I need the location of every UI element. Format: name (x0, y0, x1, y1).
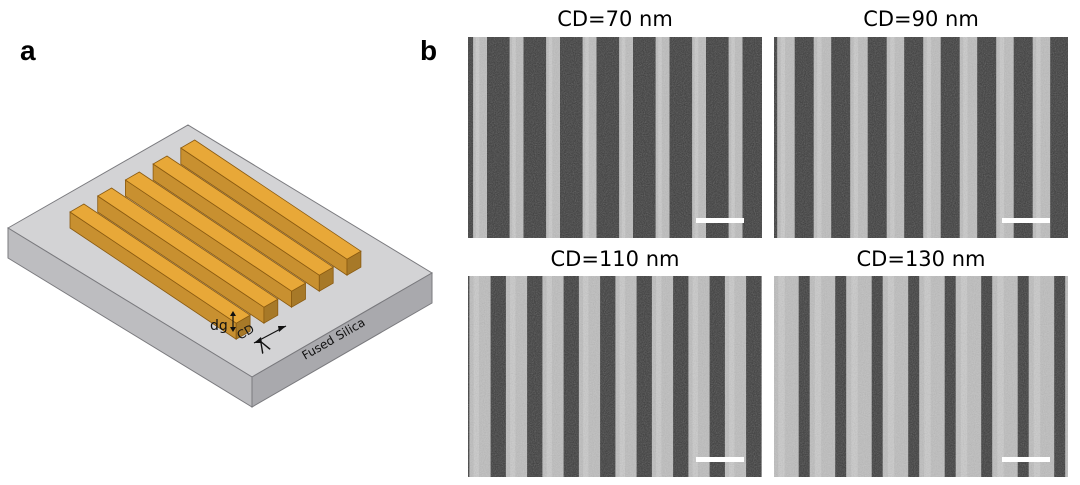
grating-bar (96, 187, 279, 324)
sem-image-3 (468, 276, 771, 477)
substrate-side-face (251, 272, 433, 408)
sem-image-1 (468, 37, 772, 238)
sem-title-4: CD=130 nm (857, 247, 986, 271)
bar-top-face (180, 139, 362, 260)
grating-line-highlight (1073, 37, 1077, 238)
panel-b-label: b (420, 35, 437, 66)
scale-bar (1002, 457, 1050, 462)
grating-line-highlight (766, 276, 771, 477)
scale-bar (1002, 218, 1050, 223)
panel-a-label: a (20, 35, 36, 66)
grating-line-highlight (1070, 276, 1076, 477)
scale-bar (696, 218, 744, 223)
panel-a: a dg CD Λ Fused Silica (7, 35, 433, 408)
sem-image-2 (774, 37, 1080, 238)
scale-bar (696, 457, 744, 462)
sem-title-2: CD=90 nm (863, 7, 979, 31)
panel-b: b CD=70 nm CD=90 nm CD=110 nm CD=130 nm (420, 7, 1080, 477)
grating-bar (69, 203, 251, 340)
sem-noise (774, 276, 1068, 477)
sem-title-3: CD=110 nm (551, 247, 680, 271)
sem-title-1: CD=70 nm (557, 7, 673, 31)
grating-bars (69, 139, 362, 340)
sem-image-4 (774, 276, 1076, 477)
bar-top-face (124, 171, 307, 292)
sem-noise (468, 37, 762, 238)
grating-line-highlight (768, 37, 772, 238)
grating-line (1069, 37, 1080, 238)
bar-top-face (69, 203, 251, 324)
bar-top-face (152, 155, 334, 276)
height-label: dg (210, 318, 228, 334)
grating-bar (180, 139, 362, 276)
sem-noise (468, 276, 762, 477)
sem-noise (774, 37, 1068, 238)
bar-top-face (96, 187, 279, 308)
grating-bar (152, 155, 334, 292)
grating-bar (124, 171, 307, 308)
